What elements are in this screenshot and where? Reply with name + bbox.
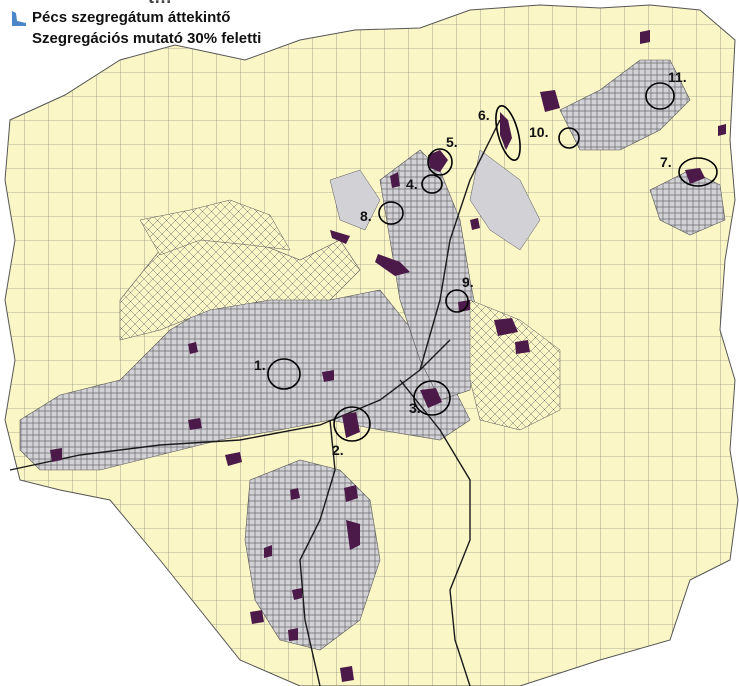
- marker-4-label: 4.: [406, 176, 418, 192]
- main-roads: [9, 119, 501, 686]
- marker-7-outline: [678, 157, 718, 187]
- marker-9-label: 9.: [462, 274, 474, 290]
- map-legend: Pécs szegregátum áttekintő Szegregációs …: [10, 7, 261, 49]
- marker-2-label: 2.: [332, 442, 344, 458]
- marker-8-outline: [378, 201, 404, 225]
- marker-5-outline: [427, 148, 453, 176]
- marker-1-outline: [267, 358, 301, 390]
- built-up-areas: [19, 59, 726, 651]
- marker-4-outline: [421, 174, 443, 194]
- legend-title: Pécs szegregátum áttekintő: [32, 8, 231, 26]
- marker-7-label: 7.: [660, 154, 672, 170]
- legend-subtitle-row: Szegregációs mutató 30% feletti: [32, 28, 261, 49]
- marker-5-label: 5.: [446, 134, 458, 150]
- marker-6-label: 6.: [478, 107, 490, 123]
- marker-6-outline: [495, 105, 521, 161]
- marker-1-label: 1.: [254, 357, 266, 373]
- segregated-areas: [50, 30, 726, 682]
- marker-8-label: 8.: [360, 208, 372, 224]
- marker-11-outline: [645, 82, 675, 110]
- marker-labels: 1. 2. 3. 4. 5. 6. 7. 8. 9. 10. 11.: [254, 69, 687, 458]
- area-markers: [267, 82, 718, 442]
- cropped-header-text: t…: [148, 0, 172, 8]
- legend-title-row: Pécs szegregátum áttekintő: [10, 7, 261, 28]
- legend-boundary-icon: [12, 10, 26, 26]
- marker-2-outline: [333, 406, 371, 442]
- marker-10-outline: [558, 127, 580, 149]
- marker-9-outline: [445, 289, 469, 313]
- marker-3-outline: [413, 380, 451, 416]
- legend-subtitle: Szegregációs mutató 30% feletti: [32, 29, 262, 47]
- marker-11-label: 11.: [668, 69, 687, 85]
- marker-3-label: 3.: [409, 400, 421, 416]
- marker-10-label: 10.: [529, 124, 548, 140]
